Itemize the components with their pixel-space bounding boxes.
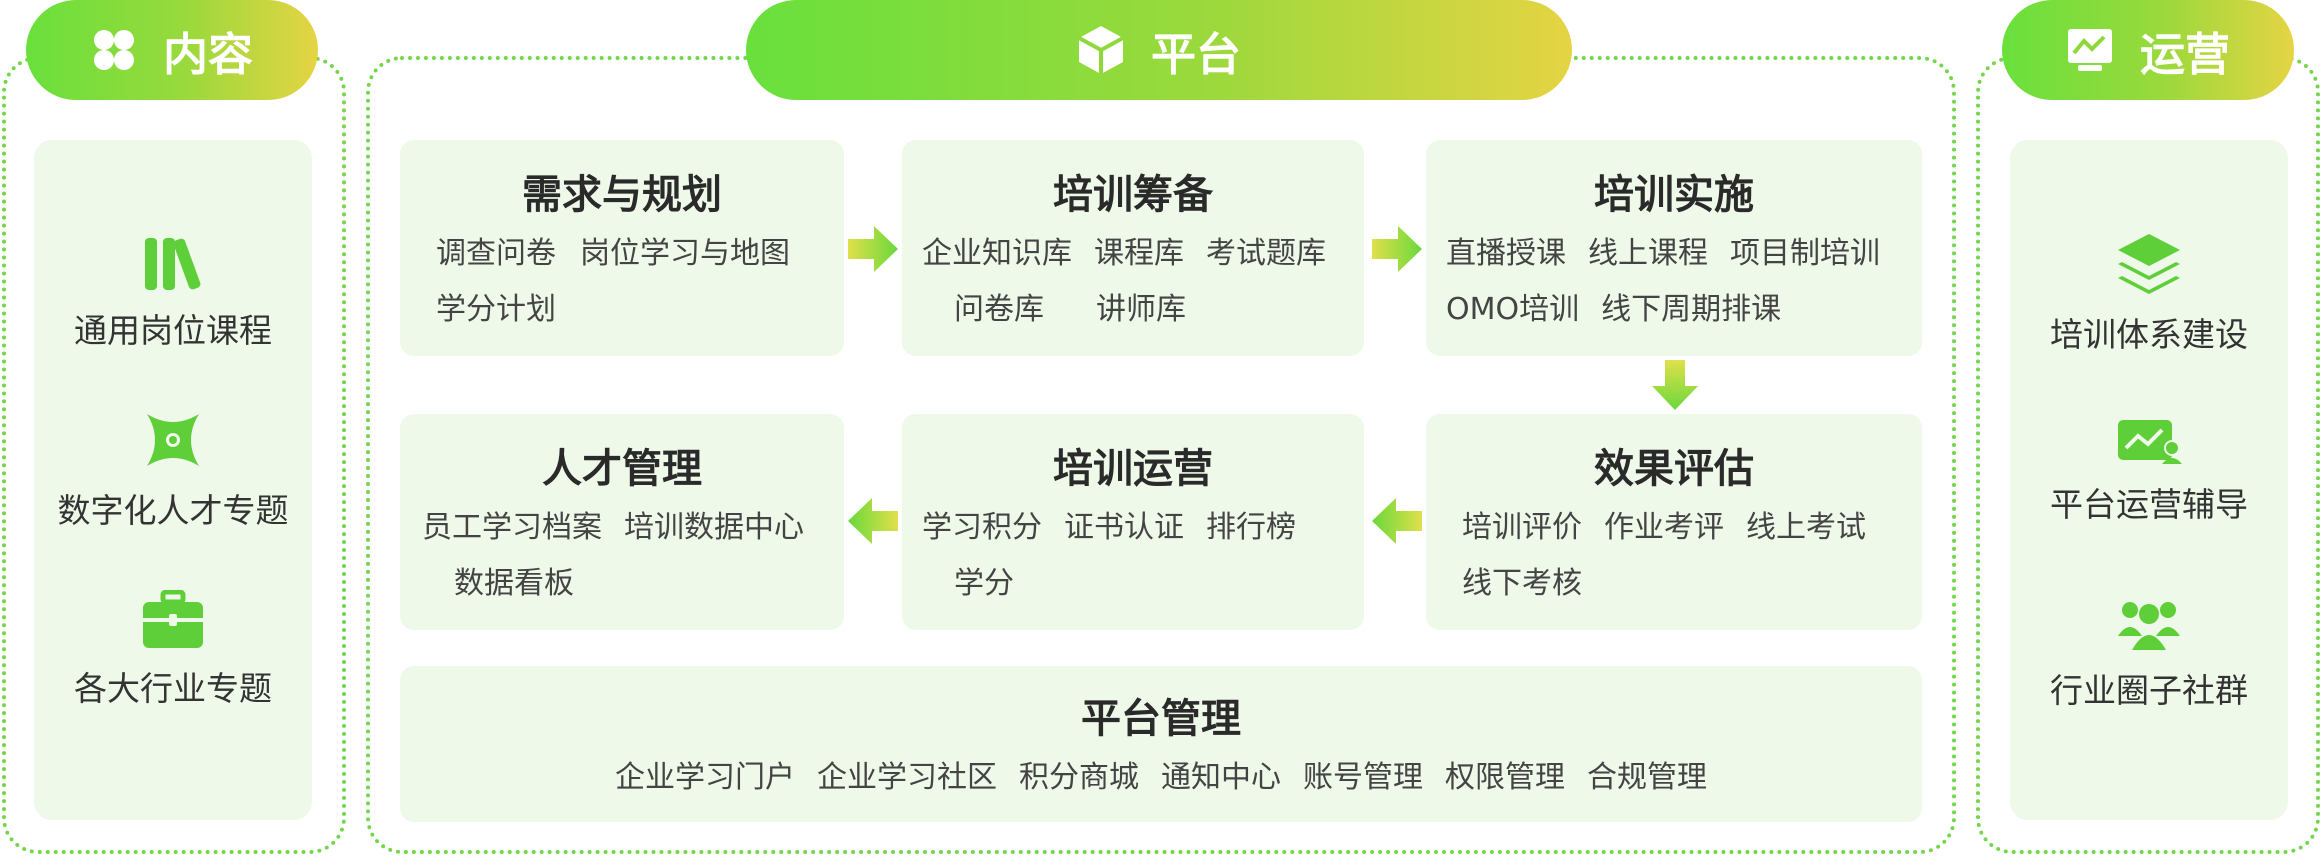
module-item: 作业考评 bbox=[1604, 510, 1724, 545]
content-item-label: 通用岗位课程 bbox=[74, 311, 272, 350]
cube-icon bbox=[1078, 26, 1124, 74]
module-talent-mgmt: 人才管理 员工学习档案培训数据中心 数据看板 bbox=[400, 414, 844, 630]
module-item: 直播授课 bbox=[1446, 236, 1566, 271]
module-item: 培训评价 bbox=[1462, 510, 1582, 545]
platform-header: 平台 bbox=[746, 0, 1572, 100]
arrow-down-icon bbox=[1652, 360, 1698, 410]
operation-item-label: 培训体系建设 bbox=[2050, 315, 2248, 354]
layers-icon bbox=[2118, 234, 2180, 294]
module-item: 岗位学习与地图 bbox=[580, 236, 790, 271]
module-item: 培训数据中心 bbox=[624, 510, 804, 545]
presentation-icon bbox=[2067, 29, 2112, 71]
management-item: 积分商城 bbox=[1019, 760, 1139, 795]
platform-header-label: 平台 bbox=[1150, 27, 1241, 81]
arrow-right-icon bbox=[848, 226, 898, 272]
arrow-right-icon bbox=[1372, 226, 1422, 272]
operation-item-label: 平台运营辅导 bbox=[2050, 485, 2248, 524]
module-item: 考试题库 bbox=[1206, 236, 1326, 271]
module-item: 学分 bbox=[954, 566, 1014, 601]
module-item: 线上课程 bbox=[1588, 236, 1708, 271]
management-item: 权限管理 bbox=[1445, 760, 1565, 795]
briefcase-icon bbox=[143, 590, 203, 648]
management-item: 合规管理 bbox=[1587, 760, 1707, 795]
module-training-exec: 培训实施 直播授课线上课程项目制培训 OMO培训线下周期排课 bbox=[1426, 140, 1922, 356]
content-item-label: 各大行业专题 bbox=[74, 669, 272, 708]
atom-icon bbox=[147, 414, 199, 466]
content-item-industry: 各大行业专题 bbox=[34, 590, 312, 710]
operation-list: 培训体系建设 平台运营辅导 行业圈子社群 bbox=[2010, 140, 2288, 820]
operation-header: 运营 bbox=[2002, 0, 2294, 100]
module-item: 调查问卷 bbox=[436, 236, 556, 271]
arrow-left-icon bbox=[848, 498, 898, 544]
operation-item-system: 培训体系建设 bbox=[2010, 232, 2288, 356]
content-list: 通用岗位课程 数字化人才专题 各大行业专题 bbox=[34, 140, 312, 820]
module-item: 线上考试 bbox=[1746, 510, 1866, 545]
content-item-digital: 数字化人才专题 bbox=[34, 408, 312, 532]
module-demand-planning: 需求与规划 调查问卷岗位学习与地图 学分计划 bbox=[400, 140, 844, 356]
module-item: 证书认证 bbox=[1064, 510, 1184, 545]
module-training-ops: 培训运营 学习积分证书认证排行榜 学分 bbox=[902, 414, 1364, 630]
module-platform-mgmt: 平台管理 企业学习门户企业学习社区积分商城通知中心账号管理权限管理合规管理 bbox=[400, 666, 1922, 822]
management-item: 账号管理 bbox=[1303, 760, 1423, 795]
module-item: 线下考核 bbox=[1462, 566, 1582, 601]
content-header: 内容 bbox=[26, 0, 318, 100]
module-item: 问卷库 bbox=[954, 292, 1044, 327]
module-item: 课程库 bbox=[1094, 236, 1184, 271]
operation-item-community: 行业圈子社群 bbox=[2010, 596, 2288, 712]
module-item: 讲师库 bbox=[1096, 292, 1186, 327]
operation-item-guide: 平台运营辅导 bbox=[2010, 418, 2288, 526]
management-item: 企业学习社区 bbox=[817, 760, 997, 795]
module-item: 员工学习档案 bbox=[422, 510, 602, 545]
module-title: 培训筹备 bbox=[1053, 172, 1213, 218]
module-training-prep: 培训筹备 企业知识库课程库考试题库 问卷库 讲师库 bbox=[902, 140, 1364, 356]
content-item-label: 数字化人才专题 bbox=[57, 491, 289, 530]
module-title: 培训运营 bbox=[1053, 446, 1213, 492]
operation-item-label: 行业圈子社群 bbox=[2050, 671, 2248, 710]
module-item: 企业知识库 bbox=[922, 236, 1072, 271]
module-title: 培训实施 bbox=[1594, 172, 1754, 218]
group-icon bbox=[2118, 602, 2180, 650]
clover-icon bbox=[93, 30, 134, 70]
module-title: 平台管理 bbox=[1081, 696, 1241, 742]
module-title: 需求与规划 bbox=[522, 172, 722, 218]
module-item: 项目制培训 bbox=[1730, 236, 1880, 271]
module-item: OMO培训 bbox=[1446, 292, 1580, 327]
module-item: 数据看板 bbox=[454, 566, 574, 601]
operation-header-label: 运营 bbox=[2139, 27, 2230, 81]
module-item: 学分计划 bbox=[436, 292, 556, 327]
books-icon bbox=[145, 238, 201, 290]
management-item: 企业学习门户 bbox=[615, 760, 795, 795]
module-item: 排行榜 bbox=[1206, 510, 1296, 545]
module-title: 人才管理 bbox=[542, 446, 702, 492]
content-header-label: 内容 bbox=[162, 27, 253, 81]
module-title: 效果评估 bbox=[1594, 446, 1754, 492]
management-item: 通知中心 bbox=[1161, 760, 1281, 795]
module-item: 学习积分 bbox=[922, 510, 1042, 545]
module-effect-eval: 效果评估 培训评价作业考评线上考试 线下考核 bbox=[1426, 414, 1922, 630]
arrow-left-icon bbox=[1372, 498, 1422, 544]
chart-user-icon bbox=[2118, 420, 2182, 464]
module-item: 线下周期排课 bbox=[1601, 292, 1782, 327]
content-item-course: 通用岗位课程 bbox=[34, 236, 312, 352]
